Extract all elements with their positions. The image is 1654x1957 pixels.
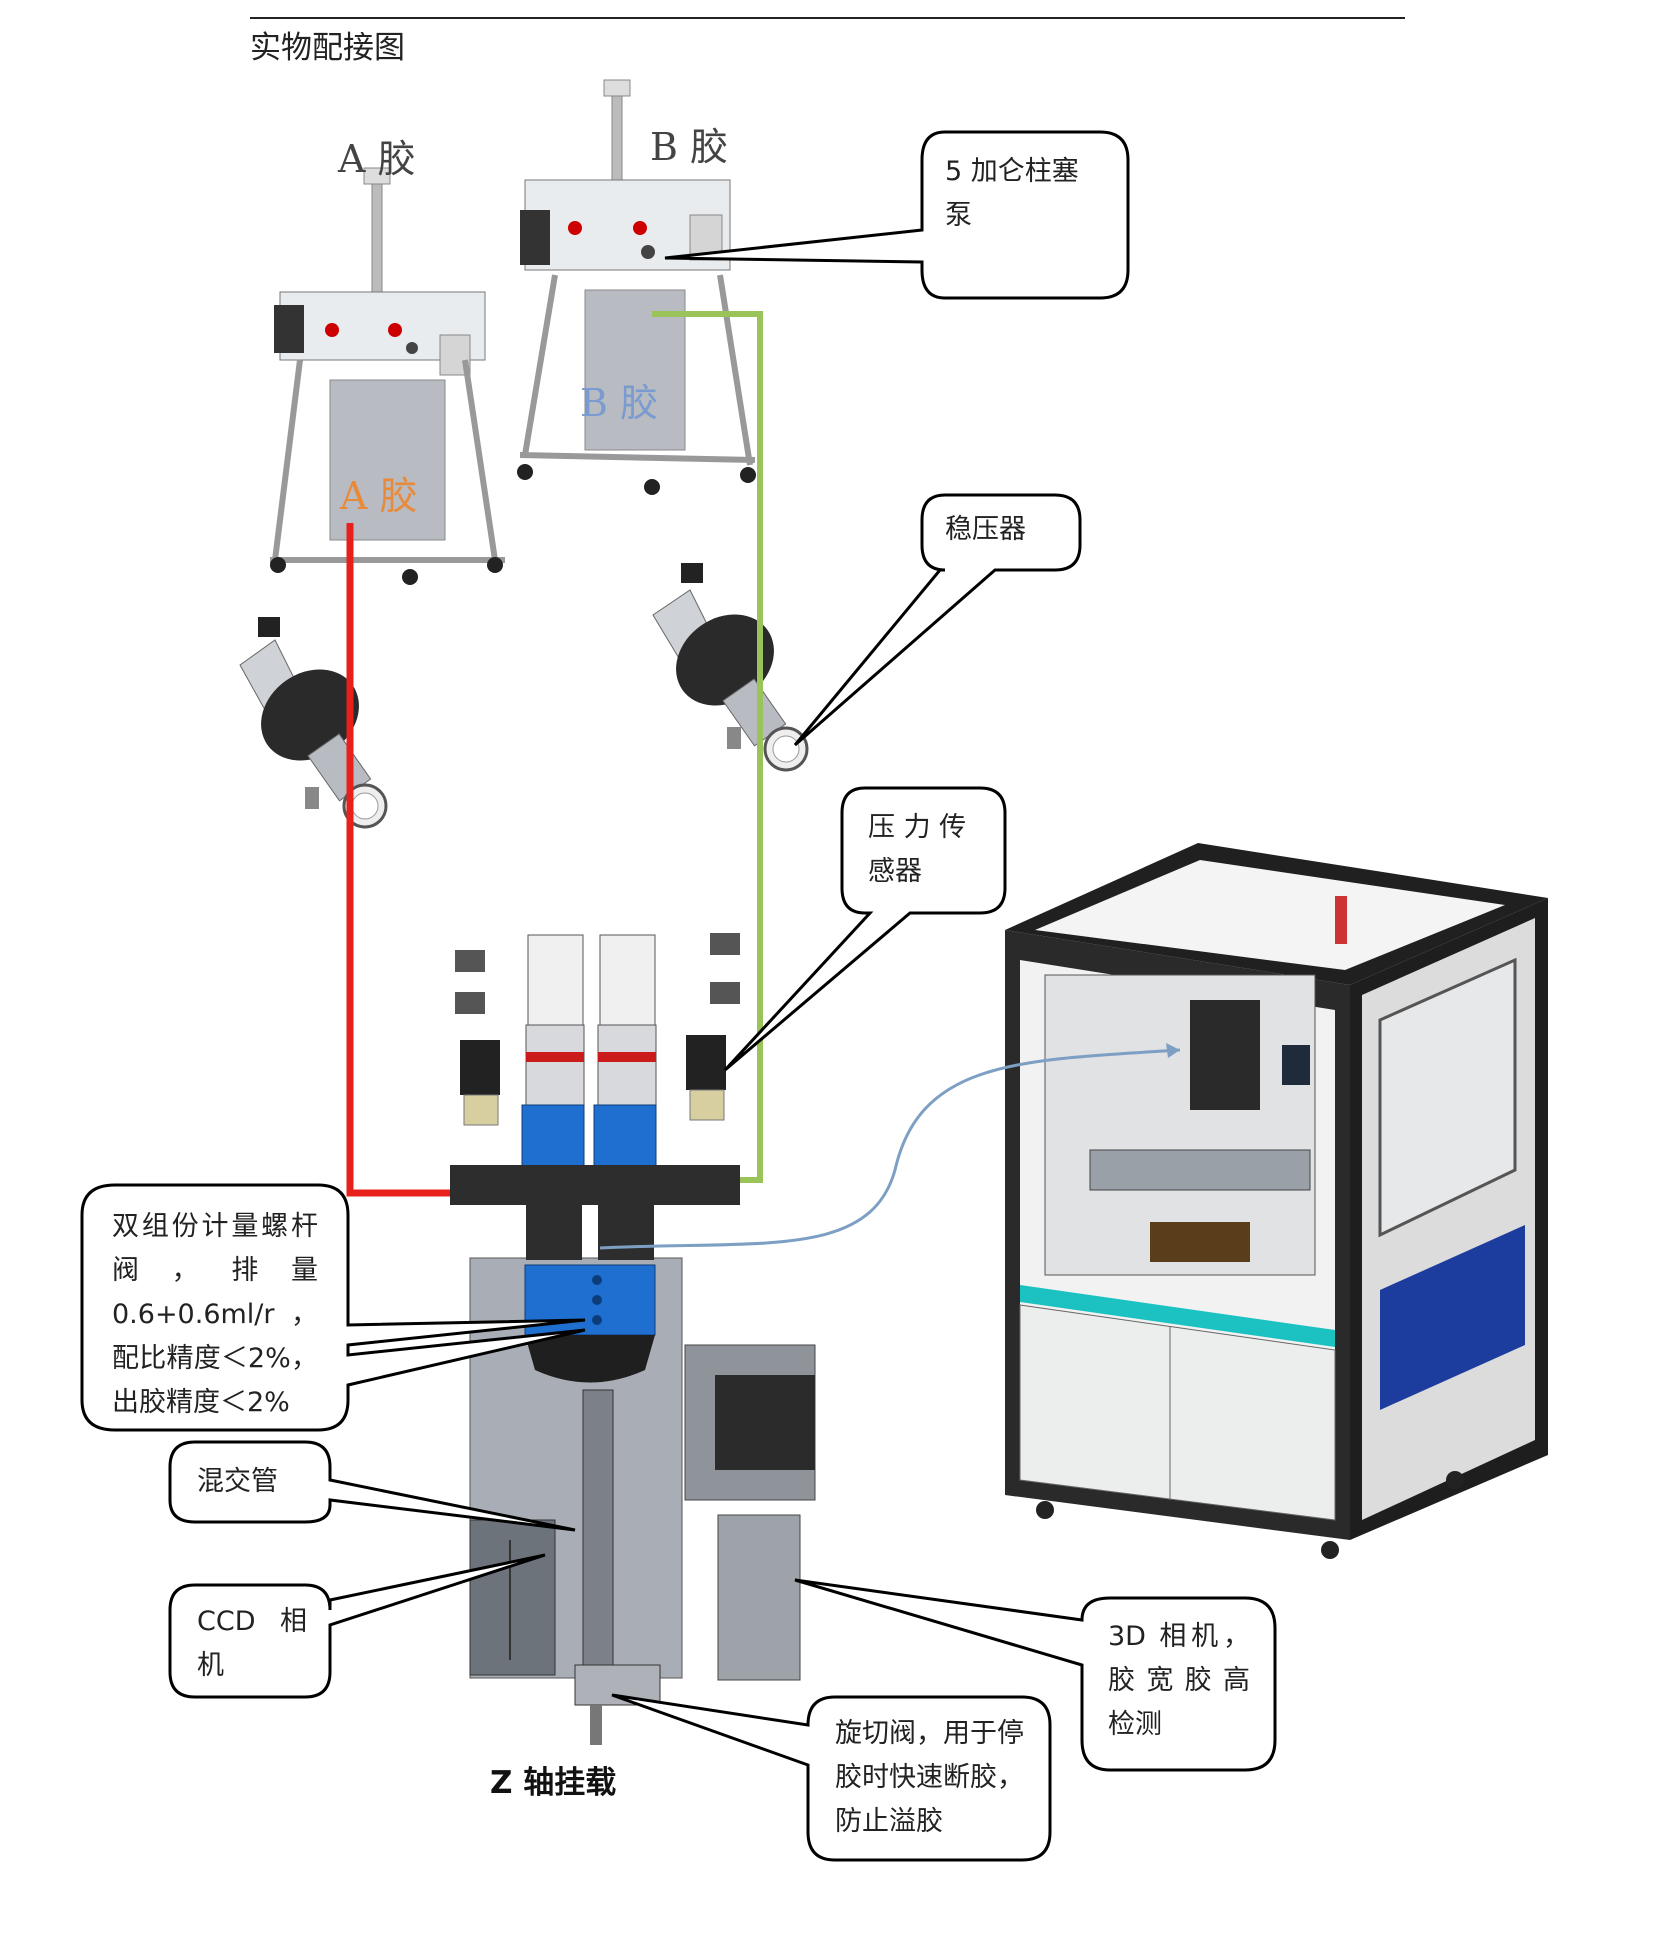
z-axis-label: Z 轴挂载 <box>490 1765 617 1801</box>
callout-bubble-3d-camera <box>794 1578 1277 1772</box>
regulator-b-illustration <box>652 563 809 772</box>
callout-bubble-regulator <box>793 493 1082 747</box>
pump-a-illustration <box>270 167 505 585</box>
dispensing-machine-illustration <box>1005 843 1548 1559</box>
regulator-a-illustration <box>239 617 388 829</box>
tank-b-label: B 胶 <box>580 381 659 425</box>
connector-curve <box>599 1048 1181 1250</box>
callout-metering-valve-text: 双组份计量螺杆阀 ， 排 量 0.6+0.6ml/r， 配比精度＜2%，出胶精度… <box>112 1211 318 1418</box>
callout-pressure-sensor-text: 压 力 传 感器 <box>868 812 967 887</box>
hose-a-red <box>346 523 450 1197</box>
callout-regulator-text: 稳压器 <box>945 514 1026 545</box>
page-title: 实物配接图 <box>250 30 405 66</box>
metering-valve-illustration <box>450 933 740 1383</box>
glue-a-label: A 胶 <box>338 137 416 181</box>
callout-bubble-pump <box>664 130 1130 300</box>
callout-bubble-rotary-cut-valve <box>611 1693 1052 1862</box>
glue-b-label: B 胶 <box>650 125 729 169</box>
callout-pump-text: 5 加仑柱塞泵 <box>945 156 1079 231</box>
callout-mixing-tube-text: 混交管 <box>197 1466 278 1497</box>
callout-bubble-mixing-tube <box>168 1440 576 1532</box>
hose-b-green <box>652 311 763 1183</box>
callout-3d-camera-text: 3D 相机，胶 宽 胶 高 检测 <box>1108 1621 1250 1740</box>
callout-bubble-metering-valve <box>80 1183 586 1432</box>
tank-a-label: A 胶 <box>340 474 418 518</box>
callout-ccd-camera-text: CCD 相 机 <box>197 1606 307 1681</box>
callout-bubble-ccd-camera <box>168 1553 546 1699</box>
callout-rotary-cut-valve-text: 旋切阀，用于停胶时快速断胶，防止溢胶 <box>835 1718 1024 1837</box>
callout-bubble-pressure-sensor <box>723 786 1007 1072</box>
